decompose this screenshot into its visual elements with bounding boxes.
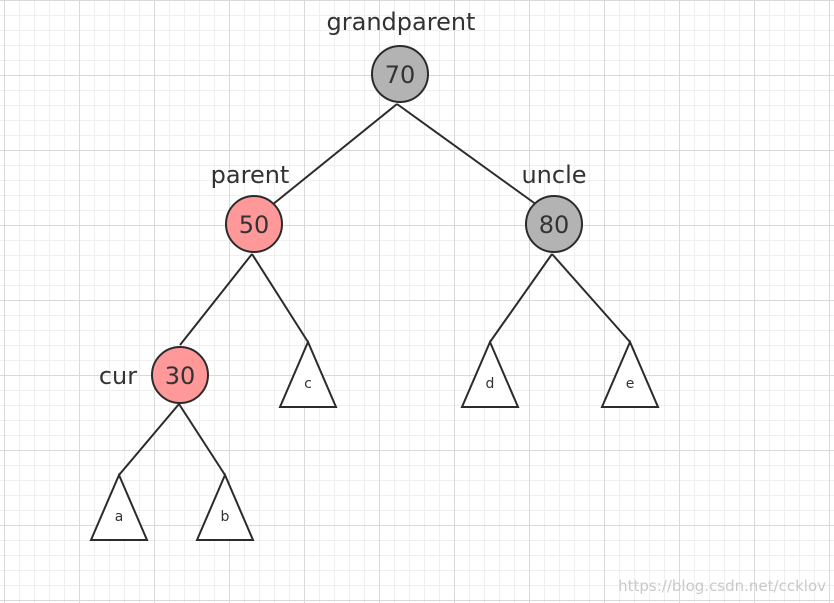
node-parent-value: 50 <box>239 211 270 239</box>
node-uncle <box>525 195 583 253</box>
subtree-e-label: e <box>626 376 635 392</box>
subtree-c-label: c <box>304 376 312 392</box>
subtree-b-triangle <box>195 472 255 541</box>
node-uncle-value: 80 <box>539 211 570 239</box>
node-cur-value: 30 <box>165 362 196 390</box>
subtree-e-triangle <box>600 339 660 408</box>
edge-parent-c <box>251 253 309 343</box>
watermark: https://blog.csdn.net/ccklov <box>618 577 826 595</box>
node-grandparent-value: 70 <box>385 61 416 89</box>
label-uncle: uncle <box>521 161 586 189</box>
edge-cur-a <box>118 403 180 476</box>
subtree-b-label: b <box>221 509 230 525</box>
edge-cur-b <box>178 403 226 476</box>
node-parent <box>225 195 283 253</box>
subtree-a-triangle <box>89 472 149 541</box>
node-cur <box>151 346 209 404</box>
edge-parent-cur <box>179 253 253 346</box>
label-parent: parent <box>211 161 290 189</box>
label-cur: cur <box>99 362 137 390</box>
subtree-d-label: d <box>486 376 495 392</box>
edge-grandparent-parent <box>271 103 398 206</box>
subtree-c-triangle <box>278 339 338 408</box>
edge-uncle-e <box>551 253 631 343</box>
subtree-d-triangle <box>460 339 520 408</box>
edge-grandparent-uncle <box>396 103 538 206</box>
label-grandparent: grandparent <box>327 8 476 36</box>
node-grandparent <box>371 45 429 103</box>
subtree-a-label: a <box>115 509 124 525</box>
edge-uncle-d <box>489 253 553 343</box>
